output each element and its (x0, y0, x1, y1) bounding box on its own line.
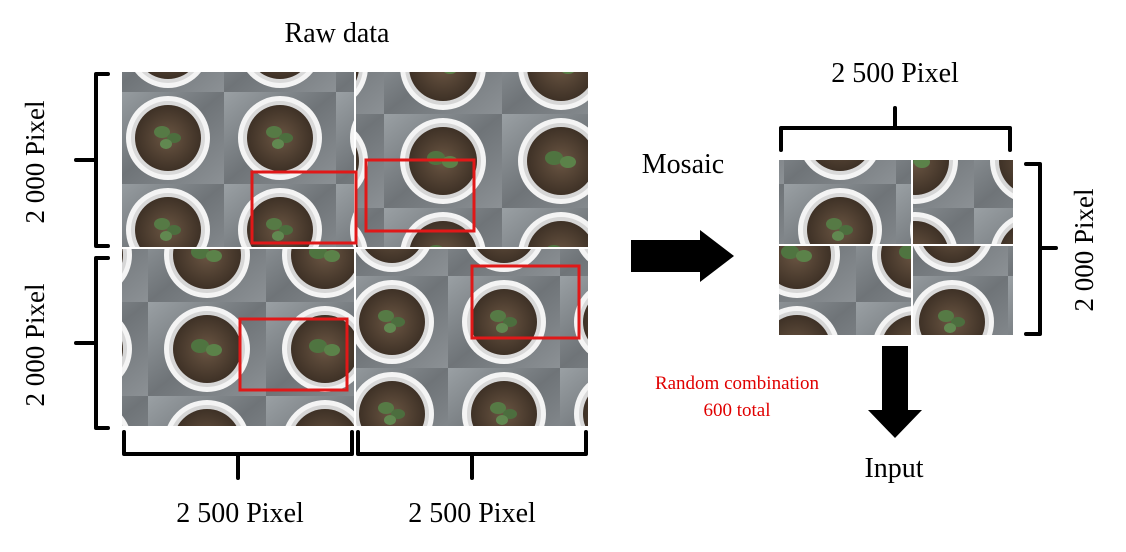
bottom-left-width-label: 2 500 Pixel (176, 498, 304, 529)
bottom-right-brace (356, 430, 588, 480)
crop-box-4 (470, 264, 581, 340)
crop-boxes (238, 158, 581, 392)
bottom-right-width-label: 2 500 Pixel (408, 498, 536, 529)
right-width-label: 2 500 Pixel (831, 58, 959, 89)
right-top-brace (779, 106, 1012, 152)
crop-box-3 (238, 317, 349, 392)
mosaic-tile-top-left (779, 160, 912, 245)
mosaic-tile-bottom-right (912, 245, 1013, 335)
crop-box-2 (364, 158, 476, 233)
raw-image-grid (122, 72, 588, 426)
mosaic-tile-top-right (912, 160, 1013, 245)
input-label: Input (864, 453, 923, 484)
left-top-brace (74, 72, 110, 248)
random-combination-label: Random combination (655, 373, 820, 394)
total-count-label: 600 total (703, 400, 770, 421)
down-arrow-icon (868, 346, 922, 438)
bottom-left-brace (122, 430, 354, 480)
mosaic-label: Mosaic (642, 149, 724, 180)
left-bottom-height-label: 2 000 Pixel (20, 283, 50, 406)
right-height-label: 2 000 Pixel (1069, 188, 1099, 311)
raw-data-title: Raw data (285, 18, 391, 49)
mosaic-image (779, 160, 1013, 335)
raw-tile-top-left (122, 72, 355, 248)
left-top-height-label: 2 000 Pixel (20, 100, 50, 223)
right-arrow-icon (631, 230, 734, 282)
crop-box-1 (250, 170, 358, 245)
mosaic-tile-bottom-left (779, 245, 912, 335)
left-bottom-brace (74, 256, 110, 430)
right-side-brace (1024, 162, 1058, 336)
